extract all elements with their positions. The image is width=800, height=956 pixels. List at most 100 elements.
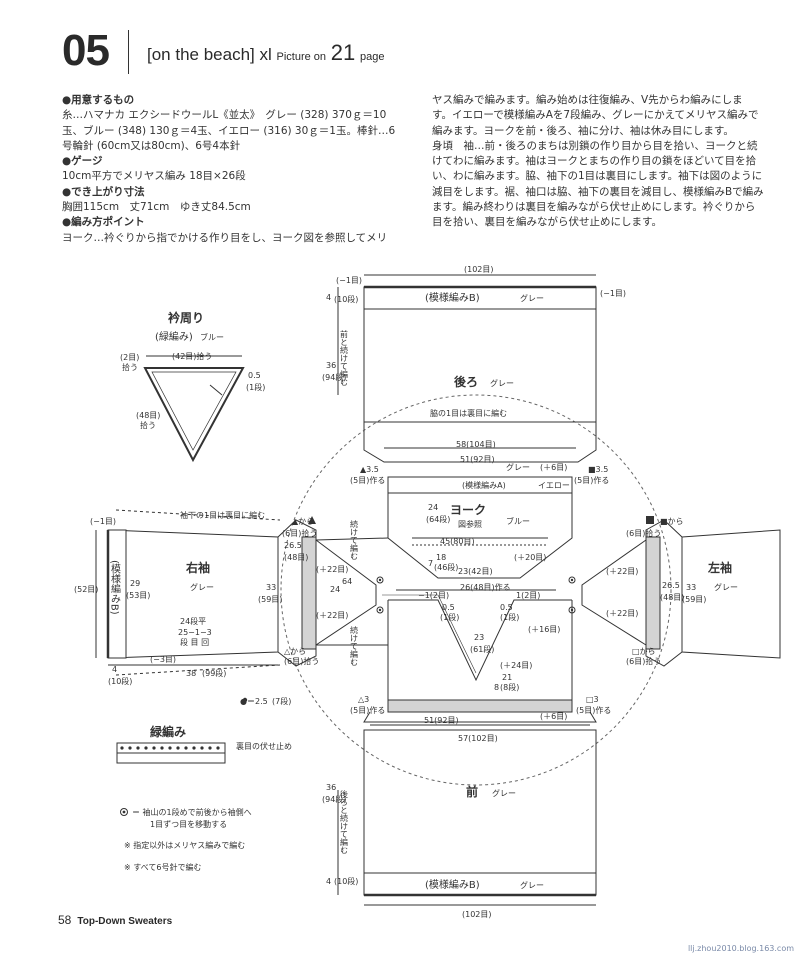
- section-heading: ●ゲージ: [62, 155, 103, 168]
- front-v-neck: [388, 599, 572, 682]
- markers: [120, 516, 654, 816]
- dot-legend-rows: (7段): [272, 696, 291, 706]
- front-8: 8: [494, 683, 499, 692]
- front-width-bottom: (102目): [462, 910, 492, 919]
- back-continue: 前と続けて編む: [340, 329, 349, 386]
- v-depth: 23: [474, 633, 484, 642]
- right-gusset-sts: (48目): [284, 553, 308, 562]
- right-cuff-pattern: (模様編みB): [109, 560, 121, 615]
- marker-tri3: △3: [358, 695, 369, 704]
- body-line: 玉、ブルー (348) 130ｇ＝4玉、イエロー (316) 30ｇ＝1玉。棒針…: [62, 124, 396, 137]
- continue-b: 続けて編む: [350, 625, 359, 666]
- marker-sq35: ■3.5: [588, 465, 608, 474]
- neck-subtitle: (緑編み): [155, 330, 193, 343]
- marker-tri3-note: (5目)作る: [350, 705, 385, 715]
- sleeve-minus1: (−1目): [90, 517, 116, 526]
- rs-plus22a: (＋22目): [316, 565, 348, 574]
- ls-plus22b: (＋22目): [606, 609, 638, 618]
- legend-2: ※ 指定以外はメリヤス編みで編む: [124, 840, 245, 850]
- right-sleeve-length: 38: [186, 669, 196, 678]
- neck-color: ブルー: [200, 332, 224, 342]
- v-right-1dan: (1段): [500, 612, 519, 622]
- neck-title: 衿周り: [168, 310, 204, 325]
- yoke-mid-width: 45(80目): [440, 537, 475, 546]
- left-sleeve-outline: [681, 529, 781, 659]
- body-line: ヨーク…衿ぐりから指でかける作り目をし、ヨーク図を参照してメリ: [62, 231, 388, 244]
- body-line: 胸囲115cm 丈71cm ゆき丈84.5cm: [62, 201, 251, 214]
- yoke-plus20: (＋20目): [514, 553, 546, 562]
- rs-pick6: (6目)拾う: [282, 528, 317, 538]
- back-minus1b: (−1目): [600, 289, 626, 298]
- neck-pick42: (42目)拾う: [172, 351, 212, 361]
- yoke-yellow: イエロー: [538, 481, 570, 490]
- ls-plus22a: (＋22目): [606, 567, 638, 576]
- rs-from2: △から: [284, 647, 306, 656]
- yoke-plus6a: (＋6目): [540, 463, 567, 472]
- instruction-line: い、わに編みます。脇、袖下の1目は裏目にします。袖下は図のように: [432, 170, 763, 183]
- yoke-gray: グレー: [506, 462, 530, 472]
- back-color: グレー: [490, 378, 514, 388]
- yoke-color: ブルー: [506, 516, 530, 526]
- body-line: 号輪針 (60cm又は80cm)、6号4本針: [62, 139, 241, 152]
- neck-pick48b: 拾う: [140, 420, 156, 430]
- dec-rows: 24段平: [180, 616, 206, 626]
- yoke-cast-on: 26(48目)作る: [460, 582, 511, 592]
- front-length-cm: 36: [326, 783, 336, 792]
- rs-from: ▲から: [292, 517, 314, 526]
- right-sleeve-33: 33: [266, 583, 276, 592]
- yoke-7: 7: [428, 559, 433, 568]
- marker-tri35: ▲3.5: [360, 465, 379, 474]
- front-color: グレー: [492, 788, 516, 798]
- front-gusset-band: [387, 699, 573, 713]
- instruction-line: 減目をします。裾、袖口は脇、袖下の裏目を減目し、模様編みBで編み: [432, 185, 764, 198]
- sleeve-purl-note: 袖下の1目は裏目に編む: [180, 510, 265, 520]
- right-gusset-cm: 26.5: [284, 541, 302, 550]
- yoke-label: ヨーク: [450, 503, 486, 517]
- yoke-back-shape: [387, 493, 573, 579]
- left-gusset-sts: (48目): [660, 593, 684, 602]
- front-21: 21: [502, 673, 512, 682]
- right-sleeve-color: グレー: [190, 582, 214, 592]
- front-plus24: (＋24目): [500, 661, 532, 670]
- pattern-number: 05: [62, 26, 110, 75]
- front-length-rows: (94段): [322, 794, 346, 804]
- front-gusset-shape: [363, 711, 597, 723]
- dec-formula: 25−1−3: [178, 628, 212, 637]
- back-gusset-shape: [363, 422, 597, 463]
- front-plus6: (＋6目): [540, 712, 567, 721]
- marker-sq3-note: (5目)作る: [576, 705, 611, 715]
- picture-on-text: Picture on: [276, 51, 327, 63]
- instruction-line: 編みます。ヨークを前・後ろ、袖に分け、袖は休み目にします。: [432, 124, 734, 137]
- instruction-line: 身頃 袖…前・後ろのまちは別鎖の作り目から目を拾い、ヨークと続: [432, 139, 758, 152]
- back-length-rows: (94段): [322, 372, 346, 382]
- v-left-dec: −1(2目): [418, 591, 449, 600]
- front-pattern-b: (模様編みB): [425, 878, 480, 891]
- title-text: [on the beach] xl: [147, 45, 272, 64]
- front-pattern-b-color: グレー: [520, 880, 544, 890]
- dot-legend: ●＝2.5: [240, 697, 268, 706]
- right-rib-cm: 4: [112, 665, 117, 674]
- front-panel-outline: [363, 729, 597, 896]
- front-continue: 後ろと続けて編む: [340, 789, 349, 854]
- legend-1b: 1目ずつ目を移動する: [150, 819, 227, 829]
- yoke-height: 24: [428, 503, 438, 512]
- rs-plus22b: (＋22目): [316, 611, 348, 620]
- yoke-46: (46段): [434, 562, 458, 572]
- back-pattern-b-color: グレー: [520, 293, 544, 303]
- instruction-line: す。イエローで模様編みAを7段編み、グレーにかえてメリヤス編みで: [432, 109, 759, 122]
- yoke-pattern-a-band: [387, 476, 573, 494]
- right-sleeve-rows: (99段): [202, 668, 226, 678]
- neck-pick48: (48目): [136, 411, 160, 420]
- instruction-line: ヤス編みで編みます。編み始めは往復編み、V先からわ編みにしま: [432, 94, 743, 106]
- left-sleeve-color: グレー: [714, 582, 738, 592]
- right-cuff-52: (52目): [74, 585, 98, 594]
- marker-tri35-note: (5目)作る: [350, 475, 385, 485]
- v-right-dec: 1(2目): [516, 591, 540, 600]
- legend-1: ＝ 袖山の1段めで前後から袖側へ: [132, 807, 252, 817]
- neck-05: 0.5: [248, 371, 261, 380]
- front-plus16: (＋16目): [528, 625, 560, 634]
- side-purl-note: 脇の1目は裏目に編む: [430, 408, 507, 418]
- picture-page-number: 21: [330, 40, 356, 65]
- instruction-line: けてわに編みます。袖はヨークとまちの作り目の鎖をほどいて目を拾: [432, 155, 757, 168]
- left-sleeve-59: (59目): [682, 595, 706, 604]
